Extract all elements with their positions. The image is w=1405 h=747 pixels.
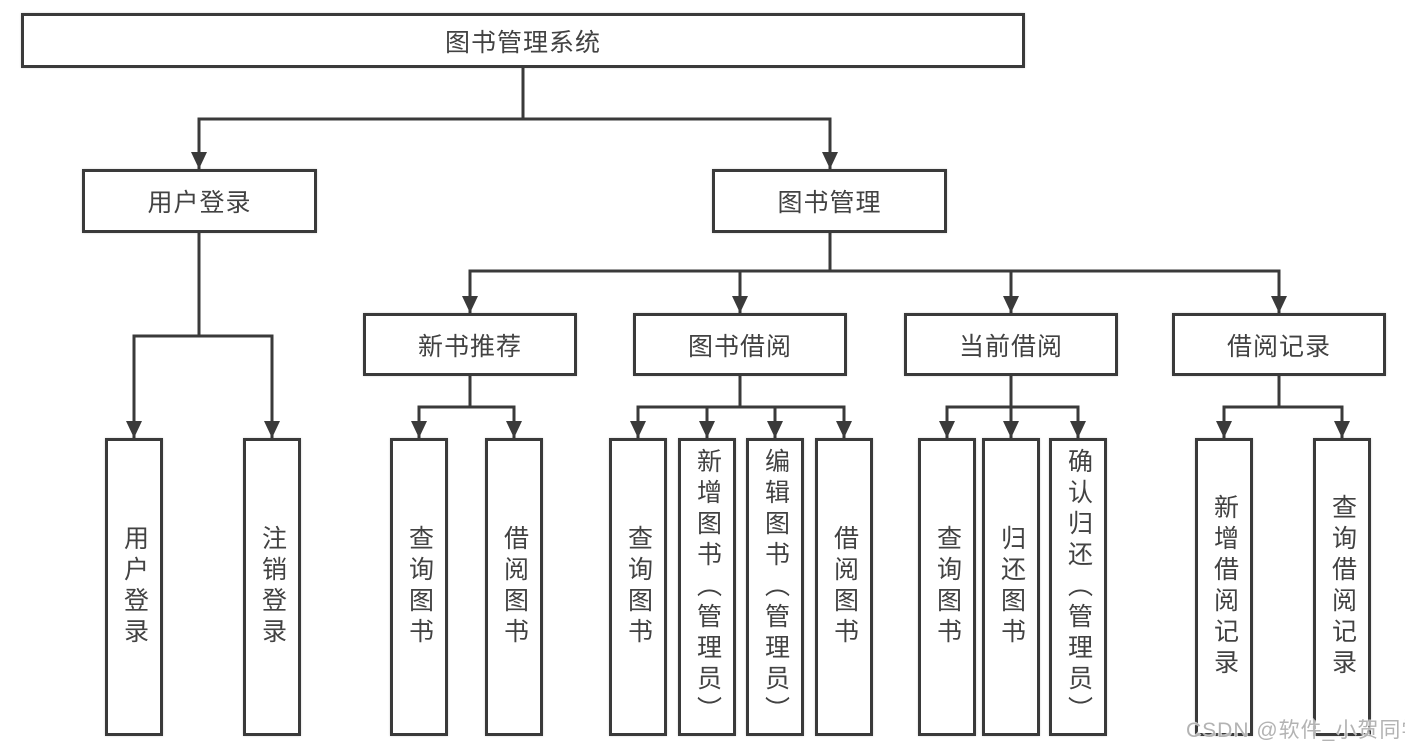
node-book-borrow: 图书借阅 xyxy=(633,313,847,376)
edge-mgmt-recommend xyxy=(462,233,832,313)
leaf-query-books-borrow: 查询图书 xyxy=(609,438,667,736)
leaf-query-borrow-record: 查询借阅记录 xyxy=(1313,438,1371,736)
edge-mgmt-borrow xyxy=(732,233,832,313)
edge-recommend-leaf1 xyxy=(411,376,472,438)
leaf-label: 编辑图书（管理员） xyxy=(761,447,790,727)
leaf-add-books-admin: 新增图书（管理员） xyxy=(678,438,736,736)
leaf-add-borrow-record: 新增借阅记录 xyxy=(1195,438,1253,736)
node-current-borrow: 当前借阅 xyxy=(904,313,1118,376)
leaf-label: 查询借阅记录 xyxy=(1328,494,1357,680)
leaf-label: 借阅图书 xyxy=(830,525,859,649)
edge-borrow-leaf4 xyxy=(738,376,852,438)
edge-root-book-management xyxy=(521,68,838,169)
leaf-query-books-recommend: 查询图书 xyxy=(390,438,448,736)
leaf-label: 新增图书（管理员） xyxy=(693,447,722,727)
leaf-label: 新增借阅记录 xyxy=(1210,494,1239,680)
leaf-borrow-books: 借阅图书 xyxy=(815,438,873,736)
edge-login-leaf1 xyxy=(126,233,201,438)
edge-records-leaf2 xyxy=(1277,376,1350,438)
leaf-user-login: 用户登录 xyxy=(105,438,163,736)
edge-mgmt-records xyxy=(828,233,1287,313)
leaf-label: 归还图书 xyxy=(997,525,1026,649)
leaf-label: 查询图书 xyxy=(405,525,434,649)
leaf-label: 确认归还（管理员） xyxy=(1064,447,1093,727)
edge-records-leaf1 xyxy=(1216,376,1281,438)
leaf-edit-books-admin: 编辑图书（管理员） xyxy=(746,438,804,736)
leaf-label: 查询图书 xyxy=(933,525,962,649)
edge-recommend-leaf2 xyxy=(468,376,522,438)
edge-borrow-leaf3 xyxy=(738,376,783,438)
node-new-book-recommend: 新书推荐 xyxy=(363,313,577,376)
edge-login-leaf2 xyxy=(197,233,280,438)
leaf-borrow-books-recommend: 借阅图书 xyxy=(485,438,543,736)
edge-root-user-login xyxy=(191,68,525,169)
leaf-label: 用户登录 xyxy=(120,525,149,649)
edge-mgmt-current xyxy=(828,233,1019,313)
edge-borrow-leaf1 xyxy=(630,376,742,438)
node-root: 图书管理系统 xyxy=(21,13,1025,68)
leaf-label: 借阅图书 xyxy=(500,525,529,649)
leaf-confirm-return-admin: 确认归还（管理员） xyxy=(1049,438,1107,736)
leaf-label: 查询图书 xyxy=(624,525,653,649)
edge-current-leaf1 xyxy=(939,376,1013,438)
edge-current-leaf3 xyxy=(1009,376,1086,438)
node-user-login: 用户登录 xyxy=(82,169,317,233)
leaf-logout: 注销登录 xyxy=(243,438,301,736)
leaf-label: 注销登录 xyxy=(258,525,287,649)
edge-borrow-leaf2 xyxy=(699,376,742,438)
node-book-management: 图书管理 xyxy=(712,169,947,233)
node-borrow-records: 借阅记录 xyxy=(1172,313,1386,376)
watermark: CSDN @软件_小贺同学 xyxy=(1186,719,1405,742)
leaf-return-books: 归还图书 xyxy=(982,438,1040,736)
leaf-query-books-current: 查询图书 xyxy=(918,438,976,736)
